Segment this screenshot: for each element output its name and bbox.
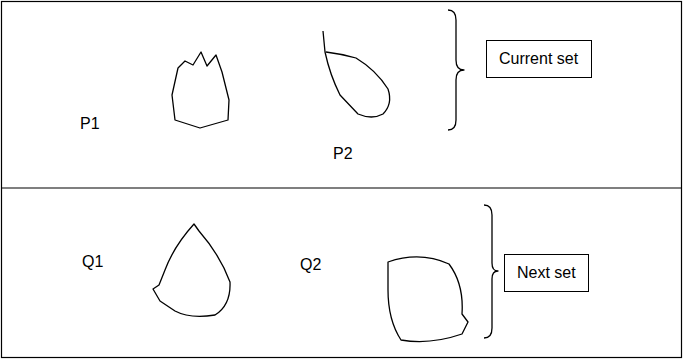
- shape-q1: [153, 224, 230, 316]
- shape-label: P1: [80, 115, 100, 133]
- shape-label: Q1: [82, 253, 103, 271]
- shape-label: Q2: [300, 256, 321, 274]
- brace: [448, 10, 464, 130]
- divider-line: [2, 187, 682, 188]
- brace: [484, 205, 498, 338]
- box-label: Next set: [517, 264, 576, 282]
- shape-p1: [172, 52, 229, 128]
- shape-label: P2: [333, 145, 353, 163]
- box-label: Current set: [499, 50, 579, 68]
- shape-p2: [323, 31, 390, 117]
- set-box: Next set: [504, 254, 589, 292]
- set-box: Current set: [486, 40, 592, 78]
- shape-q2: [388, 257, 468, 342]
